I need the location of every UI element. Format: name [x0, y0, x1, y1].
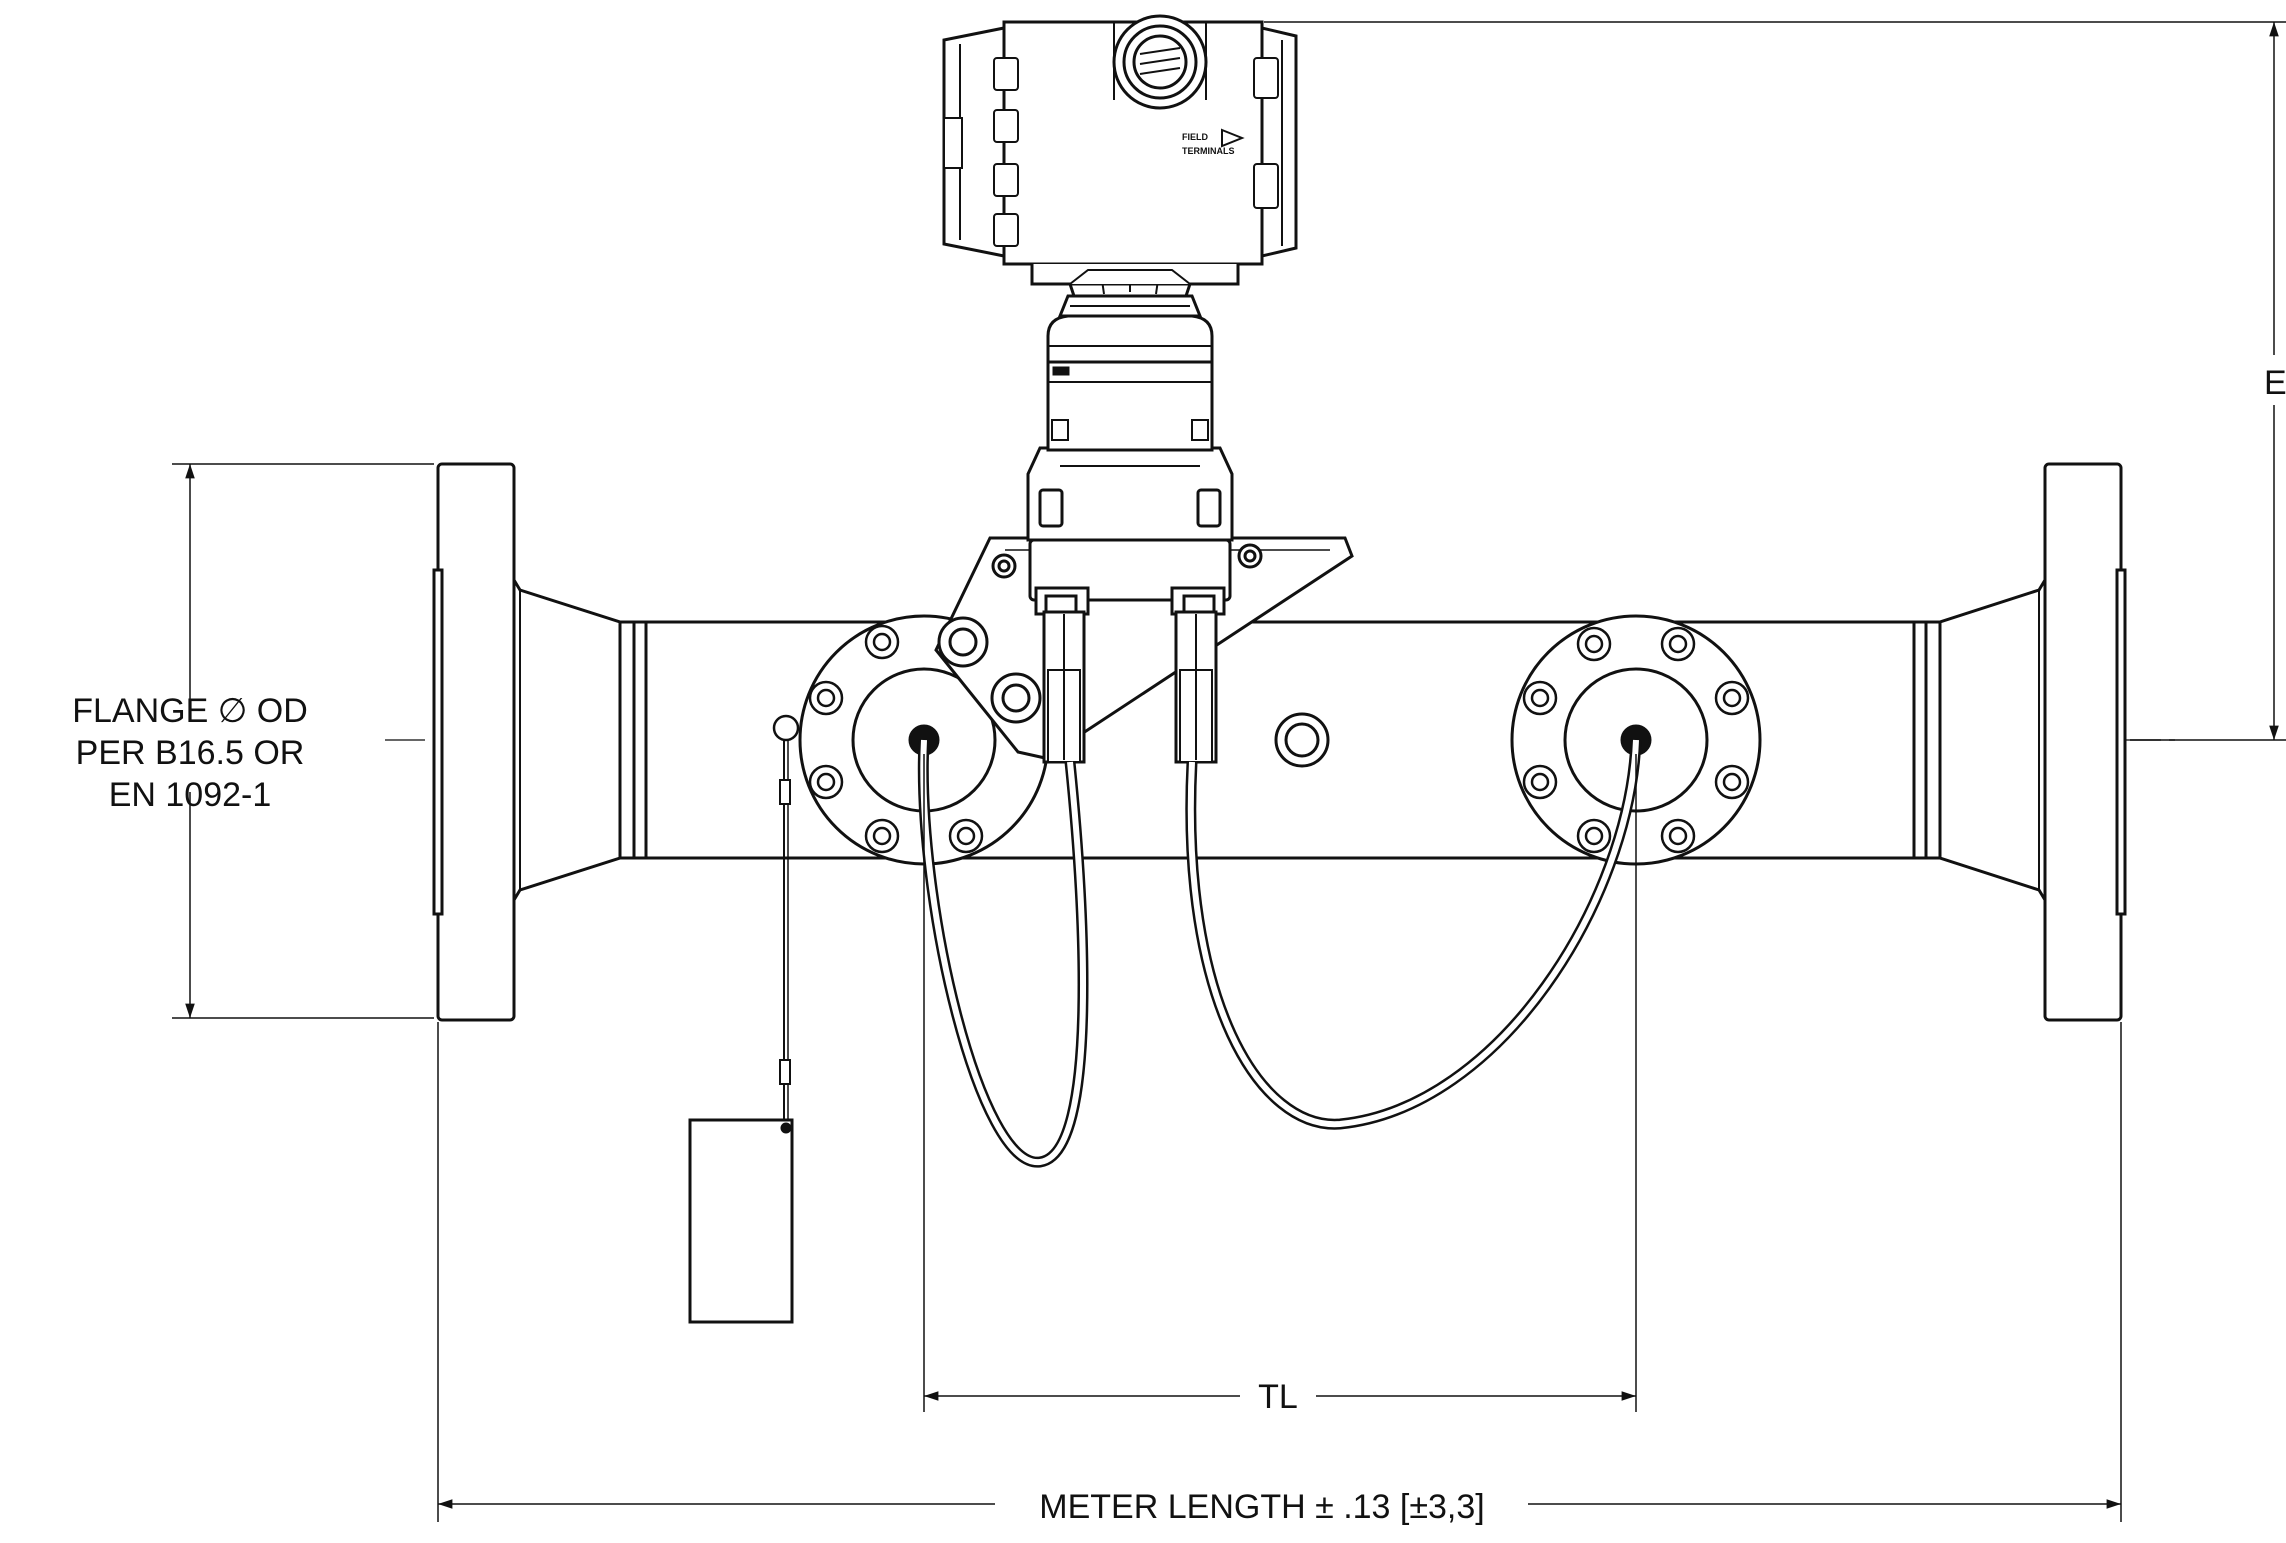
flange-od-label-line3: EN 1092-1: [109, 776, 272, 814]
left-flange: [436, 462, 516, 1022]
flange-od-label-line2: PER B16.5 OR: [76, 734, 305, 772]
identification-tag: [688, 714, 800, 1324]
dim-e: [1264, 21, 2286, 741]
dim-meter-length-label: METER LENGTH ± .13 [±3,3]: [1039, 1488, 1484, 1526]
pipe-boss: [1274, 712, 1330, 768]
transmitter-neck: [1026, 246, 1234, 764]
dim-flange-od: [172, 463, 434, 1019]
housing-terminals-text: TERMINALS: [1182, 146, 1235, 156]
flange-od-label-line1: FLANGE ∅ OD: [72, 692, 308, 730]
right-reducer: [1938, 574, 2047, 906]
left-reducer: [512, 574, 622, 906]
right-flange: [2043, 462, 2123, 1022]
dim-e-label: E: [2264, 364, 2286, 402]
dim-tl: [923, 754, 1637, 1412]
transducer-cables: [917, 739, 1642, 1168]
dim-tl-label: TL: [1258, 1378, 1298, 1416]
transmitter-housing: [942, 14, 1298, 286]
housing-field-text: FIELD: [1182, 132, 1208, 142]
dim-meter-length: [437, 1022, 2122, 1522]
